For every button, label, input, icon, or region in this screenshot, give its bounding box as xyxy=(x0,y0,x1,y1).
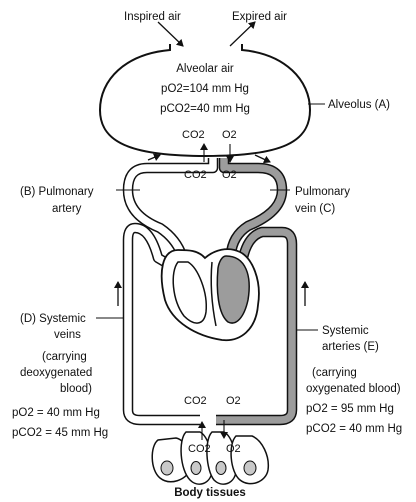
inspired-air-label: Inspired air xyxy=(124,11,181,23)
body-tissues-label: Body tissues xyxy=(174,487,246,499)
systemic-veins-label-1: (D) Systemic xyxy=(20,313,86,325)
tissue-o2-bottom: O2 xyxy=(226,443,241,455)
tissue-co2-top: CO2 xyxy=(184,395,207,407)
pulmonary-vein-label-1: Pulmonary xyxy=(295,186,350,198)
tissue-nucleus xyxy=(161,461,173,475)
systemic-veins-carry-2: deoxygenated xyxy=(20,367,92,379)
alveolus-co2-bottom: CO2 xyxy=(184,169,207,181)
tissue-co2-bottom: CO2 xyxy=(188,443,211,455)
body-tissues xyxy=(152,432,268,484)
alveolus-o2-top: O2 xyxy=(222,129,237,141)
pulmonary-artery-label-2: artery xyxy=(52,203,82,215)
pulmonary-artery-label-1: (B) Pulmonary xyxy=(20,186,94,198)
systemic-veins-label-2: veins xyxy=(54,329,81,341)
inspired-air-arrow xyxy=(158,22,183,46)
tissue-nucleus xyxy=(216,462,226,475)
alveolar-air-title: Alveolar air xyxy=(176,63,234,75)
systemic-arteries-carry-1: (carrying xyxy=(312,367,357,379)
tissue-nucleus xyxy=(191,462,201,475)
flow-arrow-pulmonary-vein xyxy=(255,155,270,162)
systemic-veins-carry-1: (carrying xyxy=(42,351,87,363)
systemic-veins-pco2: pCO2 = 45 mm Hg xyxy=(12,427,108,439)
expired-air-arrow xyxy=(230,22,255,46)
alveolus-label: Alveolus (A) xyxy=(328,99,390,111)
alveolus-co2-top: CO2 xyxy=(182,129,205,141)
systemic-arteries-label-1: Systemic xyxy=(322,325,369,337)
systemic-arteries-po2: pO2 = 95 mm Hg xyxy=(306,403,394,415)
left-heart-chamber xyxy=(217,256,249,323)
systemic-arteries-carry-2: oxygenated blood) xyxy=(306,383,401,395)
alveolus-sac xyxy=(100,44,310,156)
alveolar-po2: pO2=104 mm Hg xyxy=(161,83,249,95)
expired-air-label: Expired air xyxy=(232,11,287,23)
flow-arrow-pulmonary-artery xyxy=(148,155,160,160)
pulmonary-vein-label-2: vein (C) xyxy=(295,203,335,215)
systemic-arteries-pco2: pCO2 = 40 mm Hg xyxy=(306,423,402,435)
tissue-o2-top: O2 xyxy=(226,395,241,407)
heart xyxy=(162,249,259,340)
alveolar-pco2: pCO2=40 mm Hg xyxy=(160,103,250,115)
alveolus xyxy=(100,44,310,156)
systemic-veins-carry-3: blood) xyxy=(60,383,92,395)
alveolus-o2-bottom: O2 xyxy=(222,169,237,181)
tissue-nucleus xyxy=(244,461,256,475)
systemic-veins-po2: pO2 = 40 mm Hg xyxy=(12,407,100,419)
systemic-arteries-label-2: arteries (E) xyxy=(322,341,379,353)
